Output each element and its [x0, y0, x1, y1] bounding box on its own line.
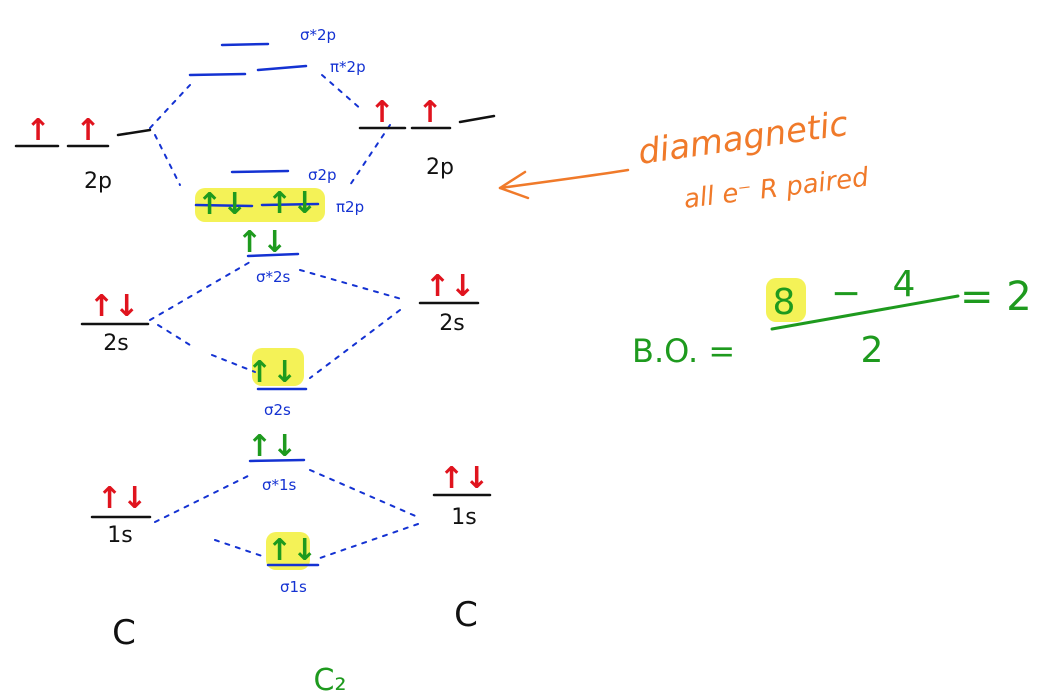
bond-order-fraction-bar	[770, 294, 960, 331]
corr-line	[214, 539, 263, 557]
pi-2p-line-1	[194, 203, 254, 208]
annotation-diamagnetic: diamagnetic	[636, 104, 851, 173]
electron-sigma-1s: ↑↓	[267, 533, 317, 568]
electron-sigma-2s: ↑↓	[247, 355, 297, 390]
label-sigma-2s: σ2s	[264, 401, 291, 419]
label-right-atom: C	[454, 595, 478, 635]
arrow-shaft	[498, 168, 630, 190]
pi-star-2p-line-1	[188, 72, 247, 77]
corr-line	[149, 84, 191, 129]
label-molecule: C₂	[314, 663, 347, 698]
electron-left-2p-1: ↑	[25, 113, 50, 148]
label-right-2p: 2p	[426, 155, 454, 180]
sigma-2p-line	[230, 169, 290, 174]
label-pi-star-2p: π*2p	[330, 58, 366, 76]
pi-star-2p-line-2	[256, 64, 308, 72]
bond-order-minus: −	[831, 273, 861, 314]
sigma-star-1s-line	[248, 458, 306, 463]
electron-sigma-star-2s: ↑↓	[237, 225, 287, 260]
corr-line	[319, 523, 419, 559]
bond-order-label: B.O. =	[632, 332, 735, 370]
bond-order-bonding-electrons: 8	[773, 282, 796, 323]
molecular-orbital-labels: σ*2p π*2p σ2p π2p σ*2s σ2s σ*1s σ1s	[256, 26, 366, 596]
bond-order-antibonding-electrons: 4	[893, 264, 916, 305]
highlight-bonding-count	[766, 278, 806, 322]
electron-pi-2p-1: ↑↓	[197, 187, 247, 222]
bond-order-result: = 2	[960, 274, 1032, 320]
corr-line	[211, 354, 256, 373]
molecular-orbital-lines	[188, 42, 320, 567]
label-left-1s: 1s	[107, 523, 132, 548]
corr-line	[321, 74, 363, 111]
atomic-orbital-lines	[14, 114, 496, 519]
electron-left-2s: ↑↓	[89, 289, 139, 324]
corr-line	[349, 124, 391, 186]
electron-right-1s: ↑↓	[439, 461, 489, 496]
bond-order-denominator: 2	[861, 330, 884, 371]
label-sigma-2p: σ2p	[308, 166, 337, 184]
pi-2p-line-2	[260, 202, 320, 207]
corr-line	[157, 324, 191, 346]
corr-line	[149, 261, 251, 321]
label-sigma-star-2s: σ*2s	[256, 268, 291, 286]
highlight-marks	[195, 188, 806, 570]
bond-order-equation: B.O. = 8 − 4 2 = 2	[632, 264, 1032, 371]
atomic-orbital-labels: 2p 2p 2s 2s 1s 1s	[84, 155, 477, 548]
annotation-all-paired: all e⁻ R paired	[682, 162, 871, 214]
label-sigma-1s: σ1s	[280, 578, 307, 596]
left-2p-orbital-3	[116, 128, 152, 137]
sigma-star-2p-line	[220, 42, 270, 47]
annotation-arrow	[498, 168, 630, 200]
highlight-sigma-1s	[266, 532, 310, 570]
electron-pi-2p-2: ↑↓	[267, 186, 317, 221]
label-pi-2p: π2p	[336, 198, 364, 216]
corr-line	[309, 309, 401, 379]
highlight-sigma-2s	[252, 348, 304, 386]
corr-line	[299, 269, 406, 301]
electron-sigma-star-1s: ↑↓	[247, 429, 297, 464]
label-sigma-star-2p: σ*2p	[300, 26, 336, 44]
sigma-star-2s-line	[246, 252, 300, 258]
electron-right-2p-1: ↑	[369, 95, 394, 130]
highlight-pi-2p	[195, 188, 325, 222]
electron-arrows: ↑ ↑ ↑ ↑ ↑↓ ↑↓ ↑↓ ↑↓ ↑↓ ↑↓ ↑↓ ↑↓ ↑↓ ↑↓	[25, 95, 489, 568]
correlation-lines	[149, 74, 421, 559]
label-sigma-star-1s: σ*1s	[262, 476, 297, 494]
corr-line	[154, 474, 251, 523]
diamagnetic-annotation: diamagnetic all e⁻ R paired	[636, 104, 871, 215]
electron-left-2p-2: ↑	[75, 113, 100, 148]
label-left-2s: 2s	[103, 331, 128, 356]
arrow-head	[498, 170, 530, 200]
corr-line	[154, 134, 181, 186]
electron-right-2s: ↑↓	[425, 269, 475, 304]
electron-right-2p-2: ↑	[417, 95, 442, 130]
label-left-2p: 2p	[84, 169, 112, 194]
atom-labels: C C C₂	[112, 595, 478, 698]
right-2p-orbital-3	[458, 114, 496, 124]
label-right-2s: 2s	[439, 311, 464, 336]
label-left-atom: C	[112, 613, 136, 653]
corr-line	[309, 469, 421, 519]
electron-left-1s: ↑↓	[97, 481, 147, 516]
label-right-1s: 1s	[451, 505, 476, 530]
